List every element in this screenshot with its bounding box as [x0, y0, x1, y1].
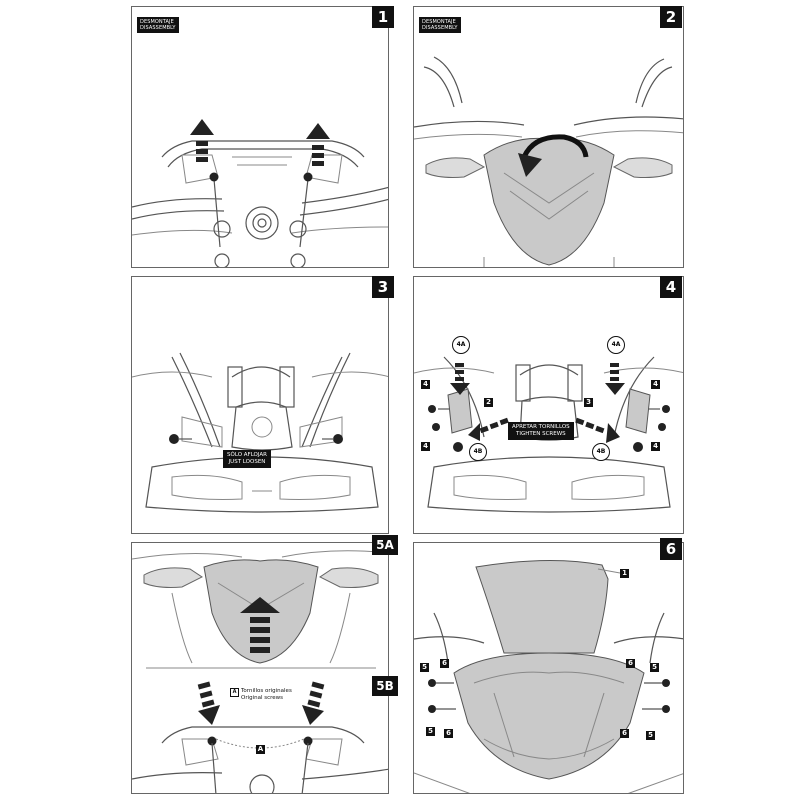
- panel-step-2: DESMONTAJE DISASSEMBLY: [413, 6, 684, 268]
- callout-4a-left: 4A: [452, 336, 470, 354]
- part-number-3: 3: [584, 398, 593, 407]
- part-number-4: 4: [421, 442, 430, 451]
- part-number-2: 2: [484, 398, 493, 407]
- arrow-down-icon: [450, 363, 470, 395]
- part-number-6: 6: [620, 729, 629, 738]
- rotate-arrow-icon: [518, 134, 589, 177]
- step-4-illustration: [414, 356, 683, 513]
- tighten-screws-note: APRETAR TORNILLOS TIGHTEN SCREWS: [508, 422, 574, 440]
- panel-step-1: DESMONTAJE DISASSEMBLY: [131, 6, 389, 268]
- arrow-down-icon: [197, 681, 220, 725]
- part-number-1: 1: [620, 569, 629, 578]
- panel-step-4: 4A 4A 4B 4B 4 4 4 4 2 3 APRETAR TORNILLO…: [413, 276, 684, 534]
- part-number-5: 5: [420, 663, 429, 672]
- marker-a: A: [256, 745, 265, 754]
- step-number-6: 6: [660, 538, 682, 560]
- part-number-4: 4: [651, 442, 660, 451]
- part-number-4: 4: [421, 380, 430, 389]
- step-number-4: 4: [660, 276, 682, 298]
- disassembly-tag: DESMONTAJE DISASSEMBLY: [419, 17, 461, 33]
- arrow-diagonal-icon: [575, 417, 620, 443]
- step-3-illustration: [132, 352, 388, 513]
- arrow-diagonal-icon: [468, 417, 509, 441]
- part-number-5: 5: [426, 727, 435, 736]
- arrow-down-icon: [605, 363, 625, 395]
- panel-step-3: SÓLO AFLOJAR JUST LOOSEN: [131, 276, 389, 534]
- step-number-5a: 5A: [372, 535, 398, 555]
- arrow-down-icon: [302, 681, 325, 725]
- just-loosen-note: SÓLO AFLOJAR JUST LOOSEN: [223, 450, 271, 468]
- part-number-5: 5: [650, 663, 659, 672]
- legend-marker-a: A: [230, 688, 239, 697]
- step-number-5b: 5B: [372, 676, 398, 696]
- part-number-6: 6: [440, 659, 449, 668]
- callout-4a-right: 4A: [607, 336, 625, 354]
- original-screws-legend: A Tornillos originales Original screws: [230, 688, 292, 701]
- part-number-6: 6: [444, 729, 453, 738]
- arrow-up-icon: [190, 119, 214, 162]
- panel-step-6: 1 5 6 6 5 5 6 6 5: [413, 542, 684, 794]
- step-2-illustration: [414, 56, 683, 267]
- arrow-up-icon: [306, 123, 330, 166]
- step-number-1: 1: [372, 6, 394, 28]
- callout-4b-right: 4B: [592, 443, 610, 461]
- panel-step-5: A Tornillos originales Original screws A: [131, 542, 389, 794]
- step-1-illustration: [132, 119, 388, 267]
- step-6-illustration: [414, 559, 683, 793]
- step-5-illustration: [132, 550, 388, 793]
- part-number-5: 5: [646, 731, 655, 740]
- part-number-6: 6: [626, 659, 635, 668]
- step-number-3: 3: [372, 276, 394, 298]
- arrow-up-icon: [240, 597, 280, 653]
- callout-4b-left: 4B: [469, 443, 487, 461]
- step-number-2: 2: [660, 6, 682, 28]
- disassembly-tag: DESMONTAJE DISASSEMBLY: [137, 17, 179, 33]
- part-number-4: 4: [651, 380, 660, 389]
